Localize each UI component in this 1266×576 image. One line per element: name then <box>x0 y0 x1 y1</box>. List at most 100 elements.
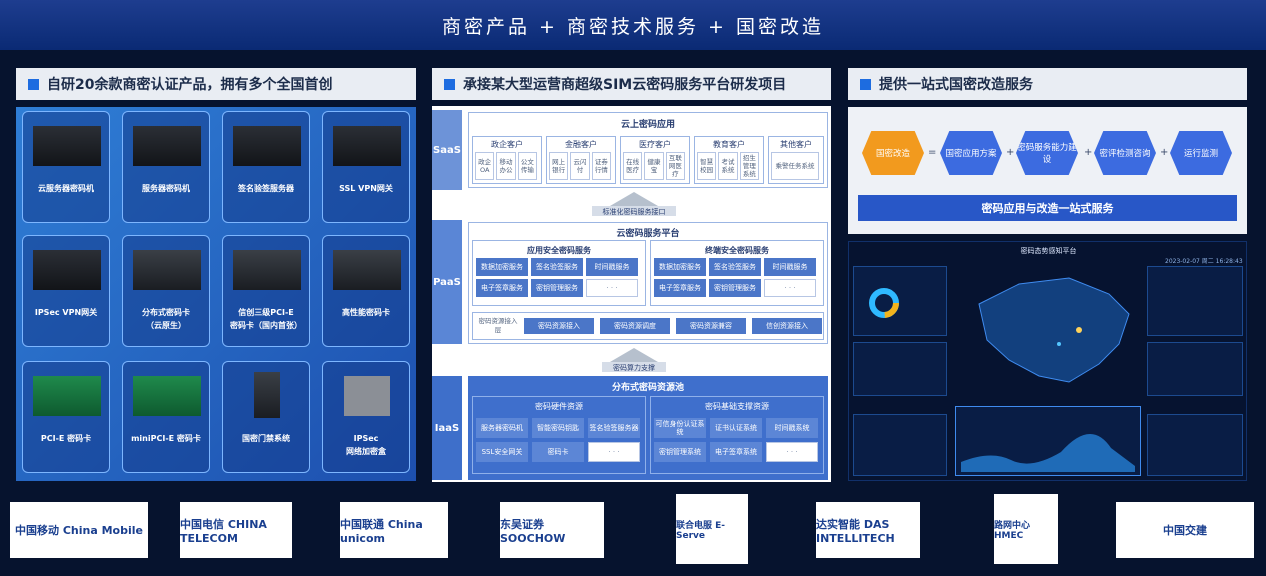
partner-logo: 中国交建 <box>1116 502 1254 558</box>
product-label-line: 密码卡（国内首张） <box>230 321 302 330</box>
bullet-square-icon <box>444 78 455 90</box>
op-plus: + <box>1160 147 1169 158</box>
left-heading-text: 自研20余款商密认证产品，拥有多个全国首创 <box>47 77 333 93</box>
base-cell: 可信身份认证系统 <box>654 418 706 438</box>
dash-panel <box>1147 342 1243 396</box>
product-card: IPSec VPN网关 <box>22 235 110 347</box>
product-label-line: 国密门禁系统 <box>242 434 290 443</box>
product-label: SSL VPN网关 <box>325 182 407 195</box>
dash-panel <box>853 266 947 336</box>
customer-app: 证券行情 <box>591 152 611 180</box>
product-card: 签名验签服务器 <box>222 111 310 223</box>
product-label-line: （云原生） <box>146 321 186 330</box>
product-label-line: 分布式密码卡 <box>142 308 190 317</box>
base-box <box>650 396 824 474</box>
product-label: 服务器密码机 <box>125 182 207 195</box>
arrow-up-icon <box>610 348 658 362</box>
service-cell: 时间戳服务 <box>764 258 816 276</box>
summary-bar: 密码应用与改造一站式服务 <box>858 195 1237 221</box>
dash-panel <box>1147 414 1243 476</box>
dashboard-title: 密码态势感知平台 <box>1020 247 1077 255</box>
product-image-icon <box>133 376 201 416</box>
product-label-line: 服务器密码机 <box>142 184 190 193</box>
product-label: 信创三级PCI-E 密码卡（国内首张） <box>225 306 307 332</box>
customer-app: 网上银行 <box>549 152 569 180</box>
customer-group <box>472 136 542 184</box>
product-image-icon <box>33 376 101 416</box>
access-cell: 密码资源兼容 <box>676 318 746 334</box>
customer-app: 招生管理系统 <box>739 152 759 180</box>
customer-group-name: 金融客户 <box>565 140 597 149</box>
product-image-icon <box>33 250 101 290</box>
customer-app: 乘警任务系统 <box>771 152 819 180</box>
access-cell: 信创资源接入 <box>752 318 822 334</box>
hw-cell: 智能密码钥匙 <box>532 418 584 438</box>
hw-box <box>472 396 646 474</box>
term-service-title: 终端安全密码服务 <box>705 246 769 255</box>
power-label: 密码算力支撑 <box>613 364 655 372</box>
hw-cell: SSL安全网关 <box>476 442 528 462</box>
service-cell: 数据加密服务 <box>654 258 706 276</box>
access-cell: 密码资源调度 <box>600 318 670 334</box>
step-plan: 国密应用方案 <box>940 131 1002 175</box>
saas-title: 云上密码应用 <box>620 120 675 130</box>
customer-app: 智慧校园 <box>697 152 717 180</box>
product-image-icon <box>233 250 301 290</box>
customer-group-name: 医疗客户 <box>639 140 671 149</box>
step-guomi: 国密改造 <box>862 131 924 175</box>
product-label-line: 信创三级PCI-E <box>238 308 294 317</box>
area-chart <box>961 433 1135 472</box>
customer-group <box>768 136 824 184</box>
service-flow: 国密改造 = 国密应用方案 + 密码服务能力建设 + 密评检测咨询 + 运行监测… <box>848 107 1247 234</box>
access-cell: 密码资源接入 <box>524 318 594 334</box>
product-image-icon <box>333 250 401 290</box>
service-cell: 数据加密服务 <box>476 258 528 276</box>
service-cell: 签名验签服务 <box>531 258 583 276</box>
banner-title: 商密产品 + 商密技术服务 + 国密改造 <box>0 0 1266 50</box>
service-cell: · · · <box>586 279 638 297</box>
customer-app: 在线医疗 <box>623 152 643 180</box>
product-image-icon <box>233 126 301 166</box>
product-label: 高性能密码卡 <box>325 306 407 319</box>
product-card: PCI-E 密码卡 <box>22 361 110 473</box>
step-capability: 密码服务能力建设 <box>1016 131 1078 175</box>
service-cell: 电子签章服务 <box>654 279 706 297</box>
dash-panel <box>853 342 947 396</box>
service-cell: 密钥管理服务 <box>531 279 583 297</box>
access-layer-label: 密码资源接入层 <box>478 317 518 334</box>
bullet-square-icon <box>28 78 39 90</box>
api-label: 标准化密码服务接口 <box>602 208 666 216</box>
product-card: SSL VPN网关 <box>322 111 410 223</box>
product-label-line: 签名验签服务器 <box>238 184 294 193</box>
base-title: 密码基础支撑资源 <box>705 402 769 411</box>
product-image-icon <box>133 126 201 166</box>
hw-cell: 签名验签服务器 <box>588 418 640 438</box>
product-image-icon <box>254 372 280 418</box>
product-card: miniPCI-E 密码卡 <box>122 361 210 473</box>
base-cell: 时间戳系统 <box>766 418 818 438</box>
customer-group-name: 其他客户 <box>780 140 812 149</box>
product-label: 分布式密码卡 （云原生） <box>125 306 207 332</box>
base-cell: 密钥管理系统 <box>654 442 706 462</box>
step-monitor: 运行监测 <box>1170 131 1232 175</box>
partner-logo: 联合电服 E-Serve <box>676 494 748 564</box>
service-cell: · · · <box>764 279 816 297</box>
right-heading-text: 提供一站式国密改造服务 <box>879 77 1033 93</box>
service-cell: 密钥管理服务 <box>709 279 761 297</box>
product-label: 国密门禁系统 <box>225 432 307 445</box>
donut-chart <box>869 288 899 318</box>
hw-cell: · · · <box>588 442 640 462</box>
customer-app: 考试系统 <box>718 152 738 180</box>
customer-app: 政企OA <box>475 152 495 180</box>
china-map <box>978 277 1130 383</box>
customer-app: 互联网医疗 <box>665 152 685 180</box>
product-label-line: miniPCI-E 密码卡 <box>131 434 201 443</box>
customer-app: 健康宝 <box>644 152 664 180</box>
iaas-title: 分布式密码资源池 <box>611 383 684 393</box>
hw-cell: 服务器密码机 <box>476 418 528 438</box>
customer-group <box>620 136 690 184</box>
partner-logo: 路网中心 HMEC <box>994 494 1058 564</box>
